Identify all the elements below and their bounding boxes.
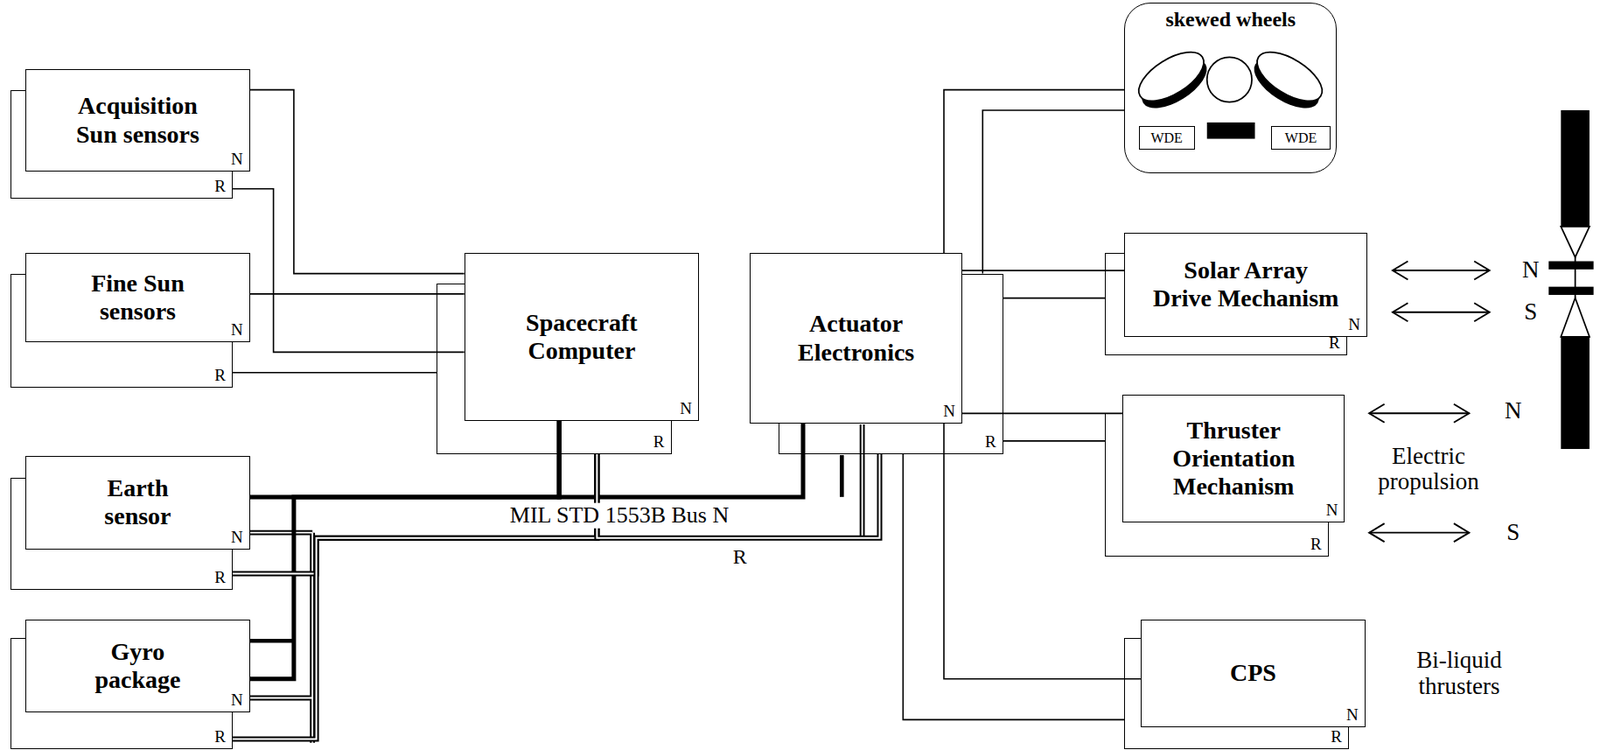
connector	[1003, 297, 1106, 299]
unit-name: Gyro package	[82, 637, 193, 694]
annotation: Electric propulsion	[1369, 443, 1489, 496]
bus-stub	[250, 638, 294, 643]
connector	[962, 412, 1123, 414]
unit-tag: N	[1326, 501, 1339, 518]
double-arrow	[1369, 260, 1490, 542]
unit-box: Acquisition Sun sensorsN	[25, 69, 251, 172]
unit-tag: R	[985, 433, 997, 450]
connector-line	[250, 420, 559, 497]
unit-tag: N	[1348, 315, 1361, 333]
unit-name: WDE	[1150, 131, 1182, 146]
unit-box: Thruster Orientation MechanismN	[1122, 394, 1345, 523]
unit-box: CPS N	[1140, 619, 1366, 727]
annotation: Bi-liquid thrusters	[1400, 647, 1519, 699]
unit-box: Earth sensorN	[25, 455, 251, 549]
redundant-bus-stubs	[250, 424, 863, 743]
connector	[943, 90, 1125, 254]
unit-tag: N	[1346, 705, 1359, 723]
unit-name: Solar Array Drive Mechanism	[1152, 256, 1340, 313]
unit-tag: R	[214, 568, 226, 586]
annotation: S	[1506, 519, 1520, 546]
unit-tag: N	[230, 528, 244, 545]
unit-name: CPS	[1229, 658, 1277, 687]
connector-line	[982, 110, 1125, 274]
connector-line	[250, 90, 465, 274]
connector-line	[943, 90, 1125, 254]
connector	[232, 454, 598, 739]
unit-name: Actuator Electronics	[782, 309, 930, 366]
unit-box: Gyro packageN	[25, 619, 251, 713]
connector-line	[232, 454, 598, 739]
electronics-box: WDE	[1271, 125, 1331, 150]
connector-line	[232, 188, 465, 353]
unit-name: Thruster Orientation Mechanism	[1166, 416, 1301, 502]
connector	[250, 420, 559, 679]
annotation: N	[1522, 257, 1540, 284]
unit-name: Fine Sun sensors	[57, 269, 217, 326]
unit-tag: N	[943, 402, 956, 420]
connector	[250, 293, 465, 294]
connector	[232, 188, 465, 353]
annotation: S	[1523, 299, 1538, 326]
connector-line	[902, 454, 1125, 720]
unit-tag: R	[214, 727, 226, 745]
connector-line	[943, 423, 1141, 679]
connector	[250, 420, 559, 497]
unit-name: Acquisition Sun sensors	[57, 91, 217, 148]
unit-box: Solar Array Drive MechanismN	[1124, 232, 1368, 337]
unit-tag: R	[214, 177, 226, 195]
connector-line	[962, 412, 1123, 415]
connector-line	[250, 420, 559, 679]
wheel-electronics-block	[1207, 122, 1256, 140]
wheel-assembly: skewed wheelsWDE WDE	[1124, 2, 1337, 174]
connector-line	[962, 269, 1125, 272]
connector-line	[232, 371, 437, 374]
electronics-box: WDE	[1138, 125, 1195, 150]
reaction-wheel	[1207, 56, 1252, 102]
unit-tag: R	[1330, 727, 1342, 745]
annotation: R	[733, 544, 748, 568]
unit-name: Spacecraft Computer	[508, 308, 656, 365]
unit-name: WDE	[1285, 131, 1317, 146]
bus-stub	[839, 454, 845, 497]
connector-line	[1003, 297, 1106, 300]
unit-tag: N	[230, 150, 244, 168]
unit-tag: R	[653, 433, 665, 450]
connector-line	[232, 454, 598, 739]
connector	[982, 110, 1125, 274]
connector	[250, 90, 465, 274]
unit-box: Spacecraft ComputerN	[464, 252, 699, 420]
connector	[962, 270, 1125, 272]
unit-tag: R	[1310, 535, 1322, 552]
unit-name: skewed wheels	[1165, 8, 1296, 30]
annotation: N	[1504, 398, 1523, 425]
connector	[902, 454, 1125, 720]
unit-box: Fine Sun sensorsN	[25, 252, 251, 342]
connector	[943, 423, 1141, 679]
reaction-wheel	[1246, 41, 1331, 118]
annotation: MIL STD 1553B Bus N	[507, 503, 732, 529]
solar-array	[1548, 110, 1594, 449]
unit-tag: N	[230, 321, 244, 338]
connector-line	[250, 293, 465, 295]
connector	[1003, 440, 1106, 441]
reaction-wheel	[1131, 41, 1216, 118]
connector-line	[1003, 440, 1106, 442]
unit-tag: N	[230, 691, 244, 708]
unit-name: Earth sensor	[82, 474, 193, 531]
unit-tag: N	[679, 399, 692, 417]
connector	[232, 371, 437, 373]
unit-box: Actuator ElectronicsN	[749, 252, 963, 424]
unit-tag: R	[214, 366, 226, 384]
